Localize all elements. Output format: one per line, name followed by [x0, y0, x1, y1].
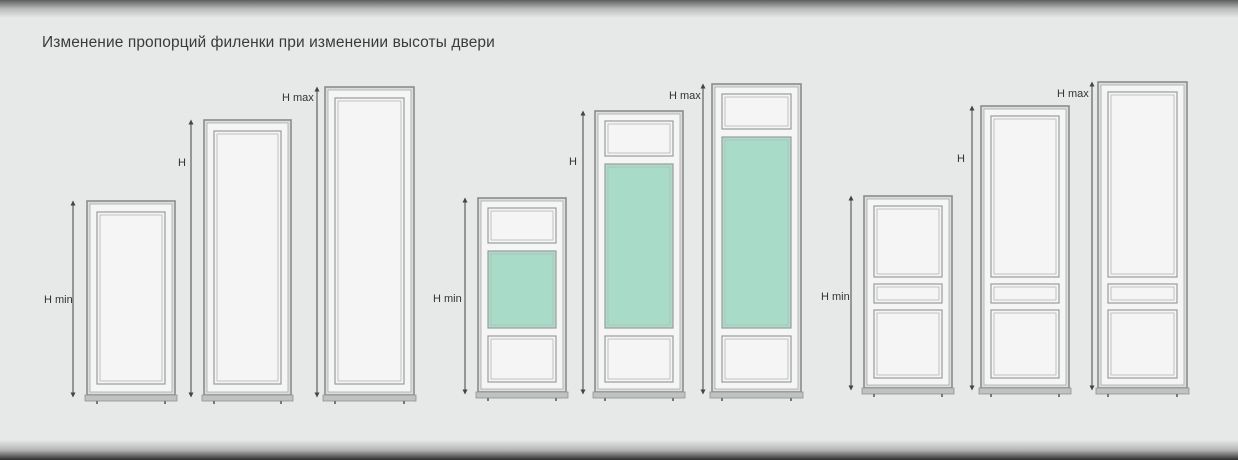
bottom-panel: [990, 309, 1060, 379]
glass-panel-molding: [607, 166, 671, 326]
door-panel: [213, 130, 282, 385]
bottom-panel-molding: [993, 312, 1057, 376]
dimension-label-2-2: H max: [1057, 88, 1089, 100]
door-panel: [96, 211, 166, 385]
bottom-panel-molding: [1110, 312, 1175, 376]
door-2-0: [861, 195, 955, 397]
door-threshold: [84, 394, 178, 402]
glass-panel: [487, 250, 557, 329]
middle-panel-molding: [876, 286, 940, 301]
door-threshold: [592, 391, 686, 399]
dimension-label-0-1: H: [178, 157, 186, 169]
middle-panel-molding: [993, 286, 1057, 301]
bottom-panel-molding: [490, 338, 554, 380]
top-panel: [990, 115, 1060, 278]
door-threshold: [709, 391, 804, 399]
top-panel: [721, 93, 792, 130]
door-1-1: [592, 110, 686, 401]
door-threshold: [978, 387, 1072, 395]
bottom-panel-molding: [724, 338, 789, 380]
glass-panel-molding: [724, 139, 789, 326]
door-threshold: [1095, 387, 1190, 395]
page-title: Изменение пропорций филенки при изменени…: [42, 34, 495, 51]
bottom-panel: [873, 309, 943, 379]
glass-panel: [604, 163, 674, 329]
middle-panel: [1107, 283, 1178, 304]
door-0-0: [84, 200, 178, 404]
top-panel-molding: [724, 96, 789, 127]
door-2-1: [978, 105, 1072, 397]
top-panel: [604, 120, 674, 157]
door-panel-molding: [337, 100, 402, 382]
top-panel: [1107, 91, 1178, 278]
door-panel-molding: [216, 133, 279, 382]
door-threshold: [201, 394, 294, 402]
dimension-label-1-0: H min: [433, 293, 462, 305]
bottom-panel-molding: [876, 312, 940, 376]
door-panel-molding: [99, 214, 163, 382]
top-panel-molding: [1110, 94, 1175, 275]
dimension-label-0-0: H min: [44, 294, 73, 306]
middle-panel: [873, 283, 943, 304]
door-threshold: [861, 387, 955, 395]
bottom-panel: [487, 335, 557, 383]
dimension-label-0-2: H max: [282, 92, 314, 104]
door-0-1: [201, 119, 294, 404]
bottom-panel: [721, 335, 792, 383]
door-0-2: [322, 86, 417, 404]
bottom-panel-molding: [607, 338, 671, 380]
top-panel: [873, 205, 943, 278]
door-2-2: [1095, 81, 1190, 397]
door-threshold: [322, 394, 417, 402]
top-panel: [487, 207, 557, 244]
dimension-label-1-1: H: [569, 156, 577, 168]
dimension-label-1-2: H max: [669, 90, 701, 102]
dimension-label-2-0: H min: [821, 291, 850, 303]
dimension-label-2-1: H: [957, 153, 965, 165]
door-1-2: [709, 83, 804, 401]
top-panel-molding: [876, 208, 940, 275]
middle-panel-molding: [1110, 286, 1175, 301]
top-panel-molding: [490, 210, 554, 241]
glass-panel: [721, 136, 792, 329]
glass-panel-molding: [490, 253, 554, 326]
top-panel-molding: [993, 118, 1057, 275]
door-1-0: [475, 197, 569, 401]
bottom-panel: [604, 335, 674, 383]
bottom-panel: [1107, 309, 1178, 379]
door-panel: [334, 97, 405, 385]
door-threshold: [475, 391, 569, 399]
middle-panel: [990, 283, 1060, 304]
top-panel-molding: [607, 123, 671, 154]
